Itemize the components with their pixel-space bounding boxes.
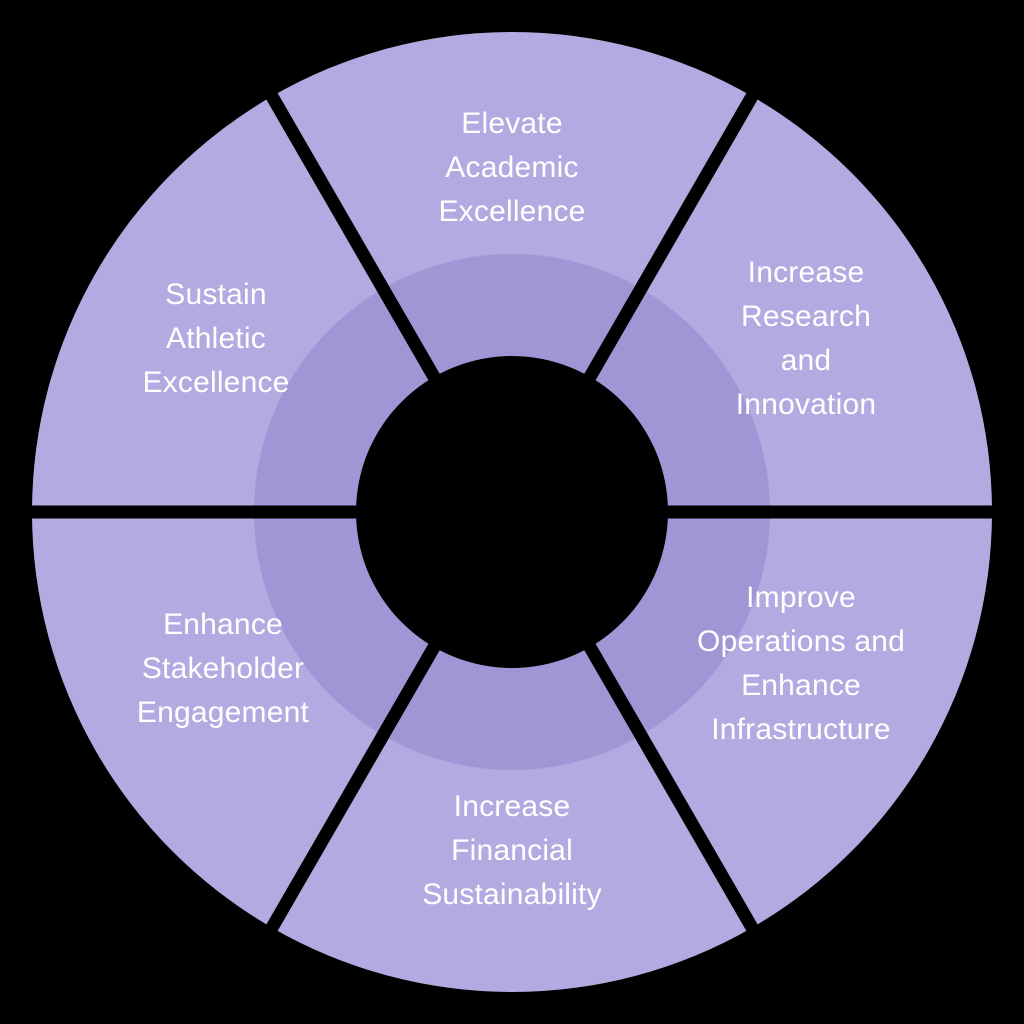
- center-hole: [356, 356, 668, 668]
- segment-label-top-right: Increase Research and Innovation: [735, 256, 877, 421]
- segment-label-bottom-left: Enhance Stakeholder Engagement: [136, 608, 310, 729]
- segment-label-top: Elevate Academic Excellence: [438, 107, 586, 228]
- segment-label-bottom: Increase Financial Sustainability: [422, 790, 602, 911]
- segment-label-bottom-right: Improve Operations and Enhance Infrastru…: [697, 581, 905, 746]
- segment-label-top-left: Sustain Athletic Excellence: [142, 278, 290, 399]
